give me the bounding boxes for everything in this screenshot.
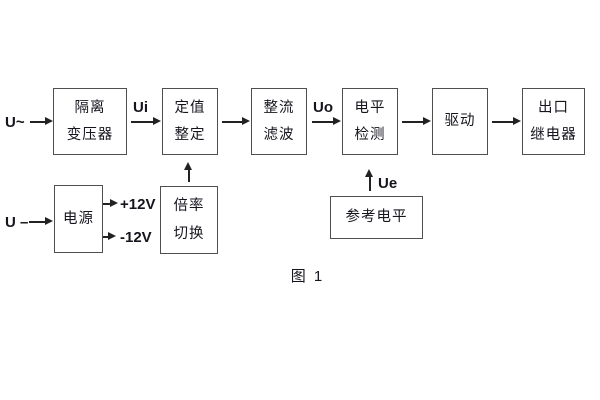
signal-label-ui: Ui — [133, 99, 148, 116]
arrow-rectifier-to-level — [312, 118, 341, 125]
block-label-line: 定值 — [174, 99, 206, 116]
signal-label-u-dc: U – — [5, 214, 29, 231]
block-label-line: 参考电平 — [345, 209, 408, 226]
block-power-supply: 电源 — [54, 185, 103, 253]
block-output-relay: 出口 继电器 — [522, 88, 585, 155]
arrow-power-minus12v — [103, 233, 116, 240]
figure-caption: 图 1 — [290, 268, 325, 285]
block-setting-adjust: 定值 整定 — [162, 88, 218, 155]
signal-label-plus12v: +12V — [120, 196, 156, 213]
block-label-line: 倍率 — [173, 198, 205, 214]
block-reference-level: 参考电平 — [330, 196, 423, 239]
block-label-line: 电源 — [63, 210, 94, 227]
block-label-line: 电平 — [354, 99, 386, 116]
block-label-line: 隔离 — [74, 99, 106, 116]
block-label-line: 滤波 — [263, 127, 295, 143]
arrow-reference-to-level — [366, 169, 373, 191]
block-label-line: 变压器 — [66, 127, 114, 143]
block-level-detector: 电平 检测 — [342, 88, 398, 155]
block-rectifier-filter: 整流 滤波 — [251, 88, 307, 155]
block-label-line: 出口 — [538, 99, 569, 116]
arrow-ratio-to-setting — [185, 162, 192, 182]
block-label-line: 整定 — [174, 127, 206, 143]
signal-label-uo: Uo — [313, 99, 333, 116]
signal-label-u-ac: U~ — [5, 114, 25, 131]
block-label-line: 继电器 — [530, 127, 577, 143]
block-label-line: 检测 — [354, 127, 386, 143]
signal-label-minus12v: -12V — [120, 229, 152, 246]
signal-label-ue: Ue — [378, 175, 398, 192]
arrow-uac-to-isolation — [30, 118, 53, 125]
block-driver: 驱动 — [432, 88, 488, 155]
block-label-line: 切换 — [173, 225, 205, 242]
block-isolation-transformer: 隔离 变压器 — [53, 88, 127, 155]
block-label-line: 驱动 — [444, 113, 476, 130]
block-ratio-switch: 倍率 切换 — [160, 186, 218, 254]
arrow-driver-to-relay — [492, 118, 521, 125]
arrow-setting-to-rectifier — [222, 118, 250, 125]
arrow-power-plus12v — [103, 200, 118, 207]
arrow-udc-to-power — [29, 218, 53, 225]
arrow-level-to-driver — [402, 118, 431, 125]
arrow-isolation-to-setting — [131, 118, 161, 125]
block-label-line: 整流 — [263, 99, 295, 116]
